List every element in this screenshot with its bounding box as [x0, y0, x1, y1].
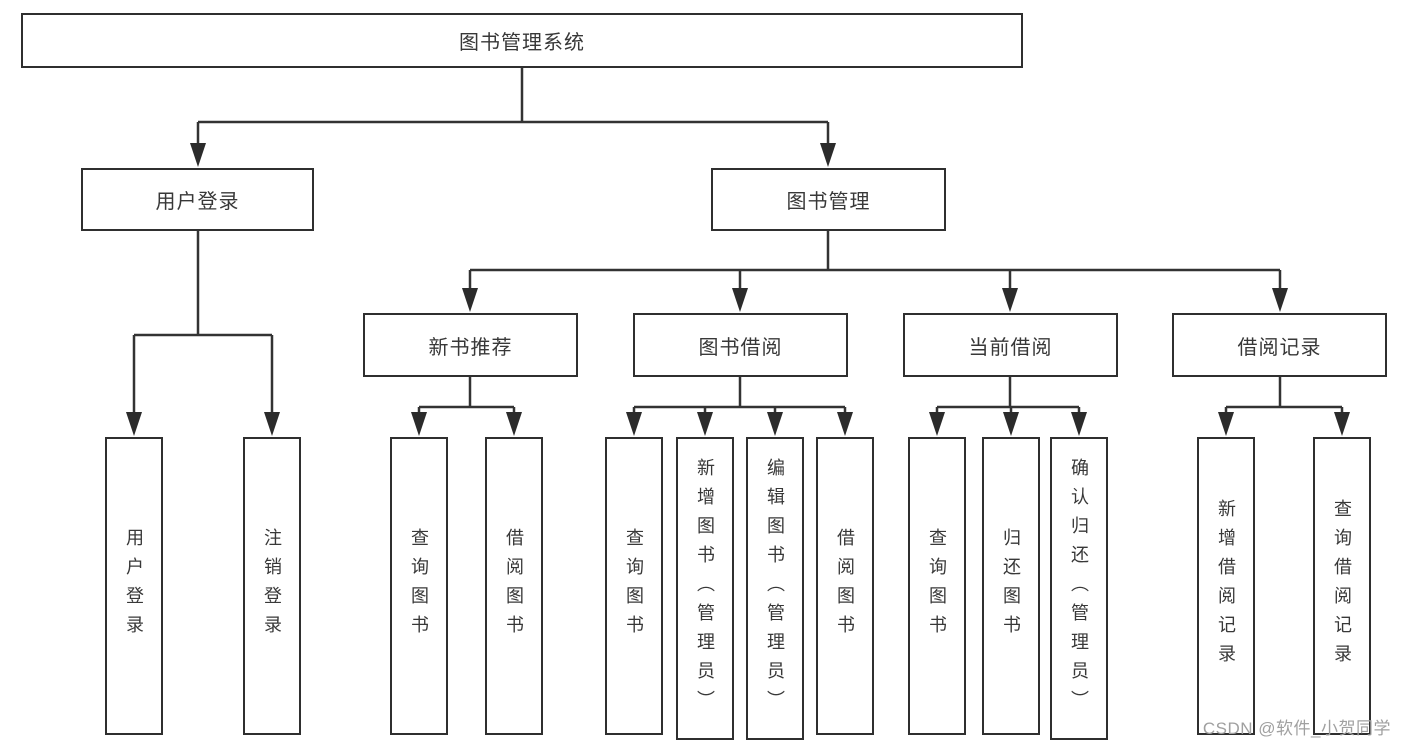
connector-book-borrowing-group [626, 377, 853, 436]
leaf-search-borrow-record: 查询借阅记录 [1313, 437, 1371, 735]
arrow-down-icon [767, 412, 783, 436]
arrow-down-icon [732, 288, 748, 312]
node-book-borrowing: 图书借阅 [633, 313, 848, 377]
node-label: 当前借阅 [968, 336, 1053, 359]
connector-user-login-group [126, 231, 280, 436]
node-current-borrowing: 当前借阅 [903, 313, 1118, 377]
arrow-down-icon [1003, 412, 1019, 436]
node-label: 新增借阅记录 [1216, 499, 1236, 673]
connector-new-book-recommendation-group [411, 377, 522, 436]
node-label: 借阅图书 [835, 528, 855, 644]
arrow-down-icon [411, 412, 427, 436]
arrow-down-icon [1002, 288, 1018, 312]
connector-book-management-to-level3 [462, 231, 1288, 312]
node-label: 图书管理 [786, 191, 871, 213]
node-label: 借阅记录 [1237, 336, 1322, 359]
arrow-down-icon [126, 412, 142, 436]
node-library-system: 图书管理系统 [21, 13, 1023, 68]
arrow-down-icon [837, 412, 853, 436]
node-label: 新书推荐 [428, 336, 513, 359]
connector-current-borrowing-group [929, 377, 1087, 436]
leaf-user-login: 用户登录 [105, 437, 163, 735]
node-label: 注销登录 [262, 528, 282, 644]
arrow-down-icon [626, 412, 642, 436]
node-book-management: 图书管理 [711, 168, 946, 231]
arrow-down-icon [264, 412, 280, 436]
leaf-search-books-current: 查询图书 [908, 437, 966, 735]
arrow-down-icon [190, 143, 206, 167]
arrow-down-icon [697, 412, 713, 436]
node-label: 用户登录 [124, 528, 144, 644]
arrow-down-icon [1218, 412, 1234, 436]
leaf-search-books-recommend: 查询图书 [390, 437, 448, 735]
node-label: 确认归还（管理员） [1069, 458, 1089, 719]
connector-root-to-level2 [190, 68, 836, 167]
leaf-confirm-return-admin: 确认归还（管理员） [1050, 437, 1108, 740]
node-label: 查询图书 [624, 528, 644, 644]
arrow-down-icon [462, 288, 478, 312]
leaf-edit-book-admin: 编辑图书（管理员） [746, 437, 804, 740]
leaf-borrow-books-borrowing: 借阅图书 [816, 437, 874, 735]
node-borrowing-records: 借阅记录 [1172, 313, 1387, 377]
leaf-borrow-books-recommend: 借阅图书 [485, 437, 543, 735]
node-user-login: 用户登录 [81, 168, 314, 231]
leaf-logout: 注销登录 [243, 437, 301, 735]
leaf-search-books-borrowing: 查询图书 [605, 437, 663, 735]
node-label: 图书管理系统 [459, 32, 585, 54]
arrow-down-icon [506, 412, 522, 436]
node-new-book-recommendation: 新书推荐 [363, 313, 578, 377]
node-label: 归还图书 [1001, 528, 1021, 644]
node-label: 查询借阅记录 [1332, 499, 1352, 673]
arrow-down-icon [820, 143, 836, 167]
node-label: 图书借阅 [698, 336, 783, 359]
node-label: 借阅图书 [504, 528, 524, 644]
arrow-down-icon [929, 412, 945, 436]
leaf-return-books: 归还图书 [982, 437, 1040, 735]
connector-borrowing-records-group [1218, 377, 1350, 436]
arrow-down-icon [1272, 288, 1288, 312]
node-label: 查询图书 [409, 528, 429, 644]
node-label: 新增图书（管理员） [695, 458, 715, 719]
leaf-add-book-admin: 新增图书（管理员） [676, 437, 734, 740]
csdn-watermark: CSDN @软件_小贺同学 [1202, 719, 1391, 738]
leaf-add-borrow-record: 新增借阅记录 [1197, 437, 1255, 735]
node-label: 编辑图书（管理员） [765, 458, 785, 719]
arrow-down-icon [1334, 412, 1350, 436]
node-label: 查询图书 [927, 528, 947, 644]
arrow-down-icon [1071, 412, 1087, 436]
node-label: 用户登录 [155, 191, 240, 213]
